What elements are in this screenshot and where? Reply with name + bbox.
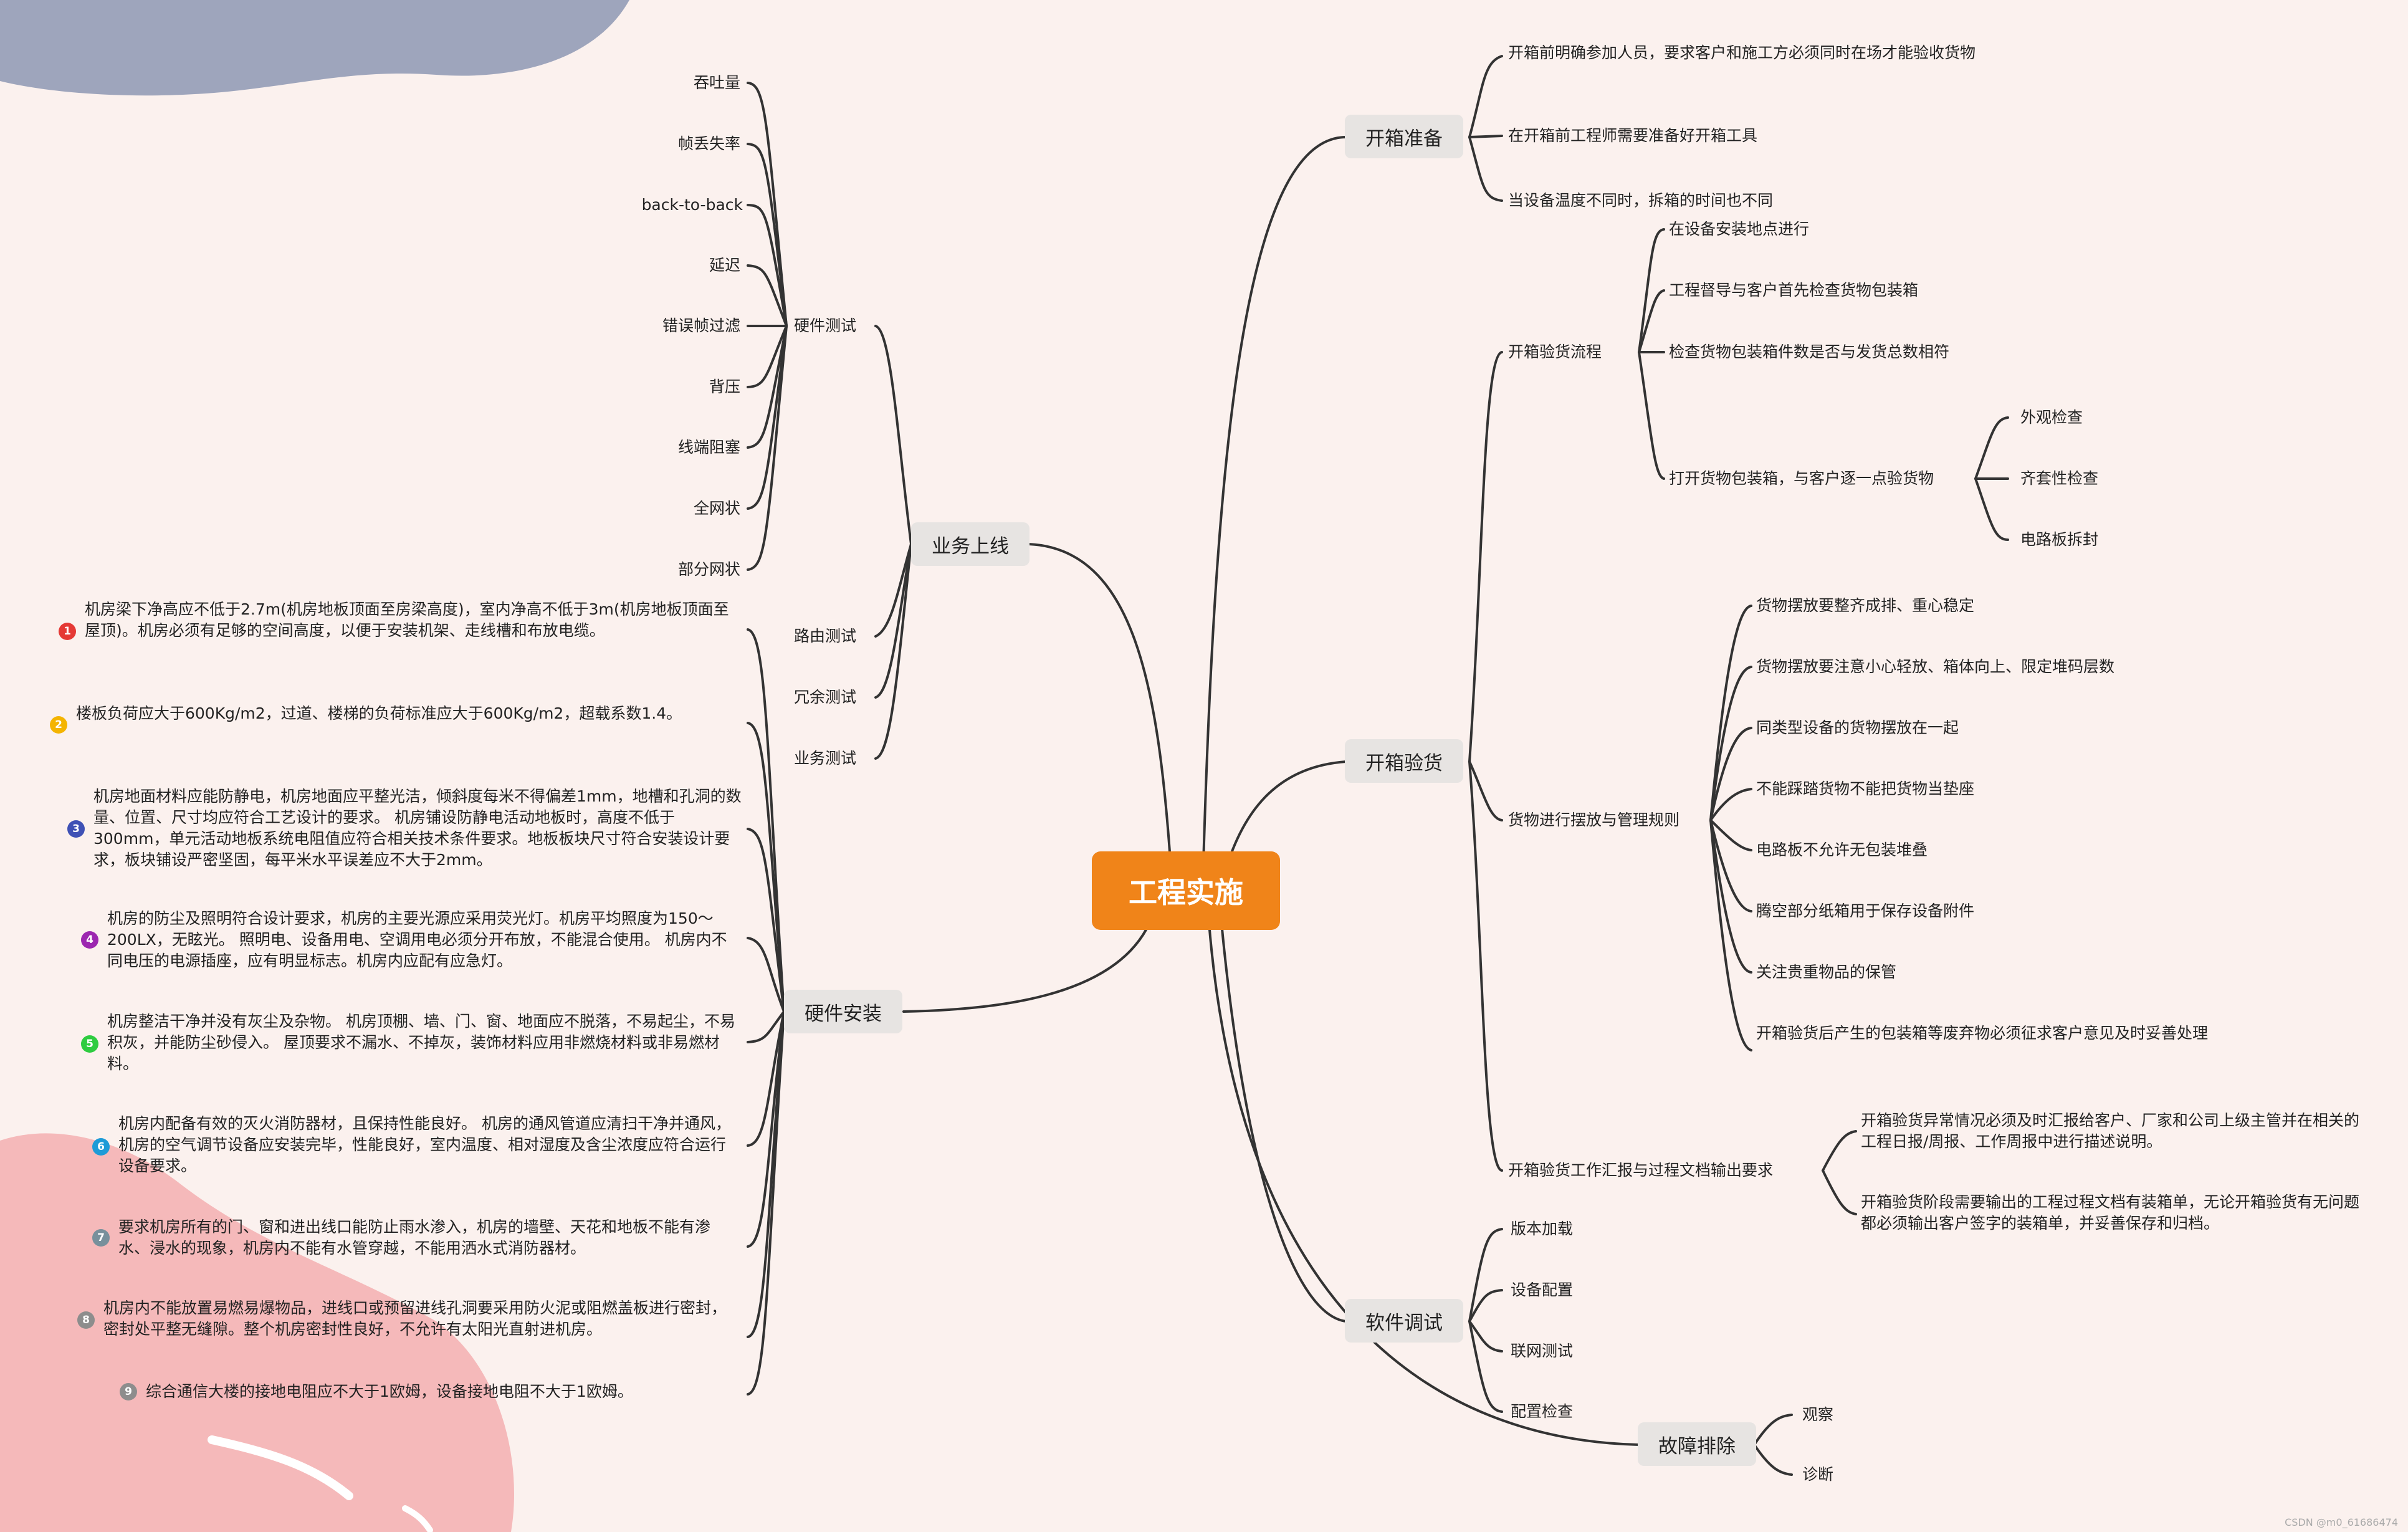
guize-item-2[interactable]: 货物摆放要注意小心轻放、箱体向上、限定堆码层数 <box>1756 658 2115 676</box>
connectors <box>747 55 2009 1476</box>
branch-kaixiang-zhunbei[interactable]: 开箱准备 <box>1345 115 1463 158</box>
yanhuo-liucheng[interactable]: 开箱验货流程 <box>1508 343 1602 361</box>
branch-fault-handling[interactable]: 故障排除 <box>1638 1422 1756 1466</box>
hw-test-item-5[interactable]: 错误帧过滤 <box>662 317 740 335</box>
hw-test-item-2[interactable]: 帧丢失率 <box>677 135 740 153</box>
guize-item-6[interactable]: 腾空部分纸箱用于保存设备附件 <box>1756 902 1975 920</box>
guize-item-4[interactable]: 不能踩踏货物不能把货物当垫座 <box>1756 780 1975 798</box>
business-service-test[interactable]: 业务测试 <box>794 749 857 767</box>
install-item-4[interactable]: 机房的防尘及照明符合设计要求，机房的主要光源应采用荧光灯。机房平均照度为150～… <box>107 909 727 970</box>
branch-hardware-install[interactable]: 硬件安装 <box>784 990 902 1033</box>
watermark: CSDN @m0_61686474 <box>2285 1516 2398 1528</box>
yanhuo-huibao[interactable]: 开箱验货工作汇报与过程文档输出要求 <box>1508 1161 1774 1179</box>
prep-item-3[interactable]: 当设备温度不同时，拆箱的时间也不同 <box>1508 191 1774 209</box>
business-redundancy-test[interactable]: 冗余测试 <box>794 688 857 706</box>
install-badge-8: 8 <box>77 1311 95 1329</box>
software-item-3[interactable]: 联网测试 <box>1511 1342 1574 1360</box>
guize-item-7[interactable]: 关注贵重物品的保管 <box>1756 963 1897 981</box>
decor-blob-bottom <box>0 1133 514 1532</box>
install-badge-1: 1 <box>59 623 76 640</box>
liucheng-item-4[interactable]: 打开货物包装箱，与客户逐一点验货物 <box>1669 469 1934 487</box>
yanhuo-guize[interactable]: 货物进行摆放与管理规则 <box>1508 811 1680 829</box>
fault-item-2[interactable]: 诊断 <box>1802 1465 1834 1483</box>
install-item-7[interactable]: 要求机房所有的门、窗和进出线口能防止雨水渗入，机房的墙壁、天花和地板不能有渗水、… <box>118 1218 711 1257</box>
software-item-2[interactable]: 设备配置 <box>1511 1281 1574 1299</box>
hw-test-item-9[interactable]: 部分网状 <box>677 560 740 578</box>
huibao-item-2[interactable]: 开箱验货阶段需要输出的工程过程文档有装箱单，无论开箱验货有无问题都必须输出客户签… <box>1861 1193 2360 1232</box>
decor-blob-top <box>0 0 629 96</box>
dianyan-item-1[interactable]: 外观检查 <box>2020 408 2083 426</box>
install-item-6[interactable]: 机房内配备有效的灭火消防器材，且保持性能良好。 机房的通风管道应清扫干净并通风，… <box>118 1114 731 1175</box>
software-item-1[interactable]: 版本加载 <box>1511 1220 1574 1238</box>
install-badge-6: 6 <box>92 1138 110 1156</box>
guize-item-8[interactable]: 开箱验货后产生的包装箱等废弃物必须征求客户意见及时妥善处理 <box>1756 1024 2209 1042</box>
hw-test-item-8[interactable]: 全网状 <box>693 499 740 517</box>
install-item-2[interactable]: 楼板负荷应大于600Kg/m2，过道、楼梯的负荷标准应大于600Kg/m2，超载… <box>76 704 682 722</box>
install-badge-2: 2 <box>50 716 67 734</box>
install-item-9[interactable]: 综合通信大楼的接地电阻应不大于1欧姆，设备接地电阻不大于1欧姆。 <box>146 1382 633 1400</box>
decor-stroke <box>208 1435 353 1500</box>
install-badge-3: 3 <box>67 820 85 838</box>
liucheng-item-1[interactable]: 在设备安装地点进行 <box>1669 220 1810 238</box>
hw-test-item-4[interactable]: 延迟 <box>709 256 740 274</box>
hw-test-item-7[interactable]: 线端阻塞 <box>677 438 740 456</box>
guize-item-1[interactable]: 货物摆放要整齐成排、重心稳定 <box>1756 596 1975 615</box>
install-badge-9: 9 <box>120 1383 137 1400</box>
guize-item-3[interactable]: 同类型设备的货物摆放在一起 <box>1756 719 1959 737</box>
software-item-4[interactable]: 配置检查 <box>1511 1402 1574 1420</box>
branch-software-debug[interactable]: 软件调试 <box>1345 1299 1463 1343</box>
prep-item-1[interactable]: 开箱前明确参加人员，要求客户和施工方必须同时在场才能验收货物 <box>1508 44 1976 62</box>
liucheng-item-2[interactable]: 工程督导与客户首先检查货物包装箱 <box>1669 281 1919 299</box>
guize-item-5[interactable]: 电路板不允许无包装堆叠 <box>1756 841 1928 859</box>
huibao-item-1[interactable]: 开箱验货异常情况必须及时汇报给客户、厂家和公司上级主管并在相关的工程日报/周报、… <box>1861 1111 2360 1151</box>
hw-test-item-3[interactable]: back-to-back <box>641 196 743 214</box>
liucheng-item-3[interactable]: 检查货物包装箱件数是否与发货总数相符 <box>1669 343 1950 361</box>
prep-item-2[interactable]: 在开箱前工程师需要准备好开箱工具 <box>1508 127 1758 145</box>
hw-test-item-1[interactable]: 吞吐量 <box>693 74 740 92</box>
install-badge-4: 4 <box>81 931 98 949</box>
branch-kaixiang-yanhuo[interactable]: 开箱验货 <box>1345 739 1463 783</box>
fault-item-1[interactable]: 观察 <box>1802 1405 1834 1424</box>
install-item-5[interactable]: 机房整洁干净并没有灰尘及杂物。 机房顶棚、墙、门、窗、地面应不脱落，不易起尘，不… <box>107 1012 735 1073</box>
install-badge-5: 5 <box>81 1035 98 1053</box>
business-route-test[interactable]: 路由测试 <box>794 627 857 645</box>
dianyan-item-3[interactable]: 电路板拆封 <box>2020 530 2099 548</box>
install-badge-7: 7 <box>92 1229 110 1247</box>
install-item-3[interactable]: 机房地面材料应能防静电，机房地面应平整光洁，倾斜度每米不得偏差1mm，地槽和孔洞… <box>93 787 742 869</box>
business-hw-test[interactable]: 硬件测试 <box>794 317 857 335</box>
install-item-1[interactable]: 机房梁下净高应不低于2.7m(机房地板顶面至房梁高度)，室内净高不低于3m(机房… <box>85 600 729 639</box>
decor-stroke-2 <box>402 1505 433 1532</box>
dianyan-item-2[interactable]: 齐套性检查 <box>2020 469 2099 487</box>
hw-test-item-6[interactable]: 背压 <box>709 378 740 396</box>
branch-business-online[interactable]: 业务上线 <box>911 522 1030 566</box>
install-item-8[interactable]: 机房内不能放置易燃易爆物品，进线口或预留进线孔洞要采用防火泥或阻燃盖板进行密封，… <box>103 1299 727 1338</box>
root-node[interactable]: 工程实施 <box>1092 851 1280 930</box>
